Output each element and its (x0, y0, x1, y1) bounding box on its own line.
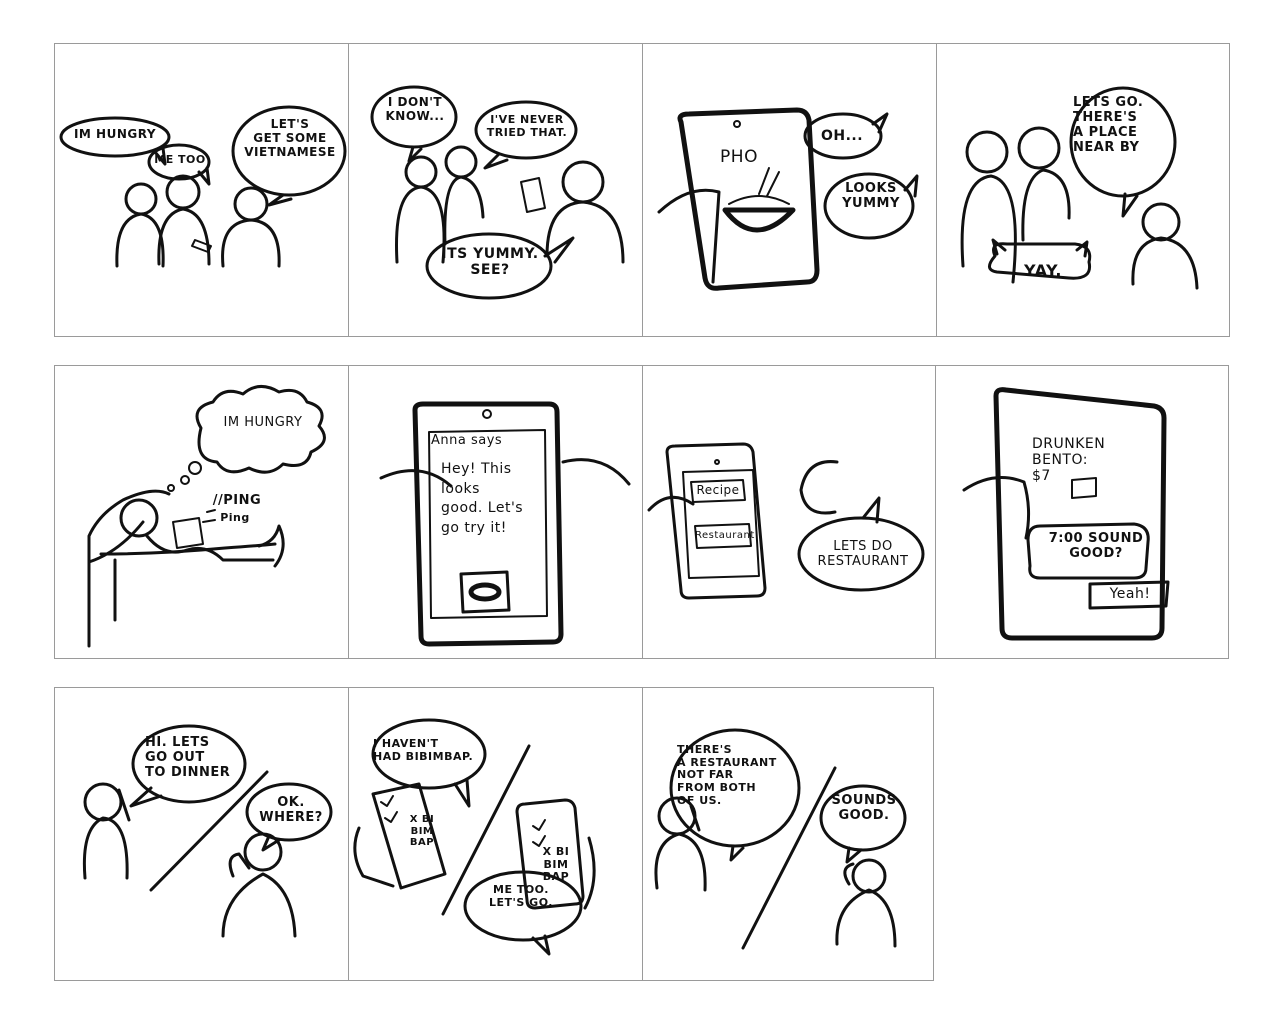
panel-1-4: LETS GO. THERE'S A PLACE NEAR BY YAY. (936, 43, 1230, 337)
bubble-never-tried: I'VE NEVER TRIED THAT. (486, 113, 568, 139)
panel-3-2-drawing (353, 718, 596, 956)
panel-1-1-drawing (59, 105, 347, 268)
chat-message-2: Yeah! (1109, 586, 1151, 602)
bubble-i-dont-know: I DON'T KNOW... (385, 95, 445, 123)
checklist-right: X BI BIM BAP (542, 845, 570, 884)
ping-text-small: Ping (220, 511, 250, 524)
restaurant-name-price: DRUNKEN BENTO: $7 (1032, 436, 1106, 485)
bubble-its-yummy: ITS YUMMY. SEE? (441, 246, 539, 279)
checklist-left: X BI BIM BAP (409, 814, 435, 848)
panel-1-4-drawing (960, 86, 1199, 290)
message-sender: Anna says (431, 433, 503, 448)
panel-3-2: I HAVEN'T HAD BIBIMBAP. X BI BIM BAP X B… (348, 687, 643, 981)
panel-2-1: IM HUNGRY //PING Ping (54, 365, 349, 659)
bubble-vietnamese: LET'S GET SOME VIETNAMESE (244, 117, 336, 159)
bubble-ok-where: OK. WHERE? (259, 795, 323, 825)
panel-3-3-drawing (654, 728, 907, 950)
panel-3-1: HI. LETS GO OUT TO DINNER OK. WHERE? (54, 687, 349, 981)
panel-2-2: Anna says Hey! This looks good. Let's go… (348, 365, 643, 659)
bubble-me-too: ME TOO (154, 153, 206, 166)
bubble-havent-had-bibimbap: I HAVEN'T HAD BIBIMBAP. (373, 737, 474, 763)
bubble-yay: YAY. (1024, 261, 1062, 280)
thought-im-hungry: IM HUNGRY (223, 415, 303, 430)
option-restaurant[interactable]: Restaurant (695, 530, 755, 541)
bubble-lets-go-nearby: LETS GO. THERE'S A PLACE NEAR BY (1073, 95, 1144, 155)
panel-1-3: PHO OH... LOOKS YUMMY (642, 43, 937, 337)
panel-1-2: I DON'T KNOW... I'VE NEVER TRIED THAT. I… (348, 43, 643, 337)
panel-1-3-drawing (657, 107, 919, 291)
bubble-looks-yummy: LOOKS YUMMY (842, 181, 900, 211)
phone-screen-pho: PHO (720, 147, 758, 167)
panel-2-3: Recipe Restaurant LETS DO RESTAURANT (642, 365, 936, 659)
panel-2-3-drawing (647, 442, 925, 600)
bubble-im-hungry: IM HUNGRY (73, 127, 157, 141)
chat-message-1: 7:00 SOUND GOOD? (1048, 531, 1144, 561)
bubble-sounds-good: SOUNDS GOOD. (831, 793, 897, 823)
panel-3-1-drawing (82, 724, 333, 938)
message-body: Hey! This looks good. Let's go try it! (441, 461, 524, 536)
panel-1-2-drawing (370, 85, 625, 300)
panel-1-1: IM HUNGRY ME TOO LET'S GET SOME VIETNAME… (54, 43, 349, 337)
option-recipe[interactable]: Recipe (696, 483, 740, 497)
bubble-oh: OH... (820, 128, 864, 144)
bubble-me-too-lets-go: ME TOO. LET'S GO. (489, 883, 553, 909)
bubble-restaurant-not-far: THERE'S A RESTAURANT NOT FAR FROM BOTH O… (677, 743, 777, 807)
panel-3-3: THERE'S A RESTAURANT NOT FAR FROM BOTH O… (642, 687, 934, 981)
bubble-lets-do-restaurant: LETS DO RESTAURANT (817, 539, 909, 569)
panel-2-4-drawing (962, 387, 1170, 641)
panel-2-2-drawing (379, 401, 631, 647)
bubble-lets-go-out: HI. LETS GO OUT TO DINNER (145, 735, 231, 780)
ping-text: //PING (212, 493, 262, 508)
panel-2-1-drawing (87, 385, 326, 648)
panel-2-4: DRUNKEN BENTO: $7 7:00 SOUND GOOD? Yeah! (935, 365, 1229, 659)
